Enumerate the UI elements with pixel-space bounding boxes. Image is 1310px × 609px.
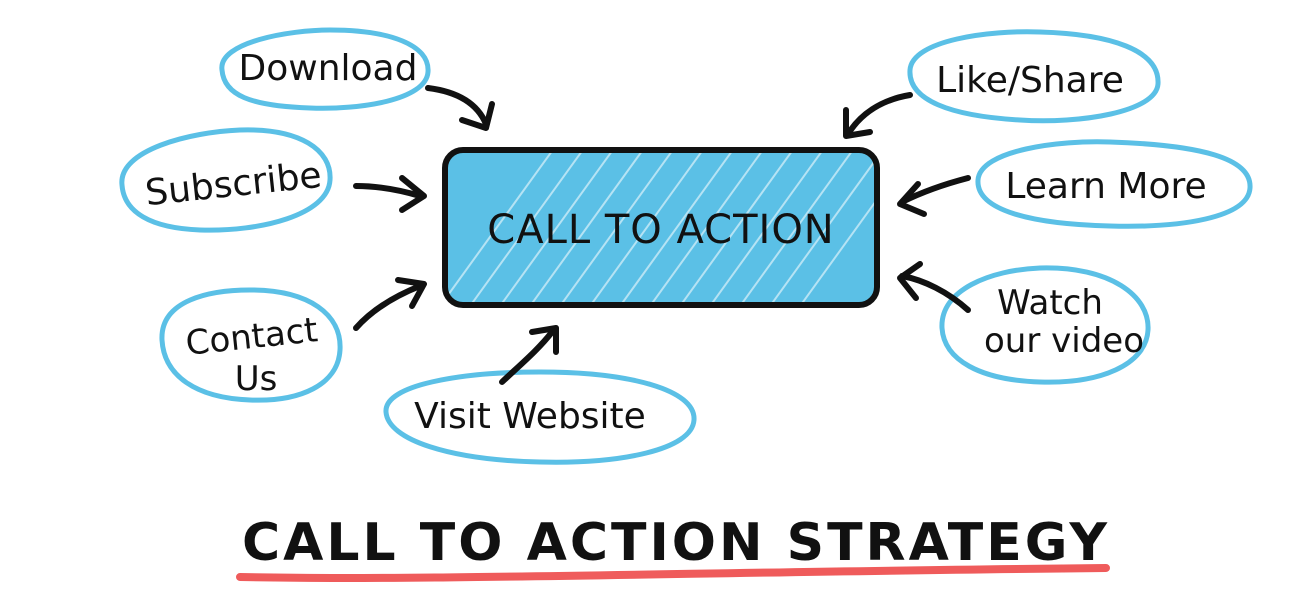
like-share-oval [907,29,1161,124]
contact-us-label-line2: Us [235,359,278,399]
center-box-border [442,147,880,308]
arrow-like-share [843,92,913,139]
center-label: CALL TO ACTION [487,207,834,253]
node-download: Download [219,27,431,111]
arrow-watch-video [897,261,971,313]
contact-us-oval [159,287,343,403]
arrow-download [425,85,495,131]
like-share-label: Like/Share [936,60,1124,101]
visit-website-label: Visit Website [414,396,646,437]
node-watch-video: Watch our video [939,265,1151,385]
center-node: CALL TO ACTION [442,147,880,308]
arrow-subscribe [353,175,427,213]
learn-more-label: Learn More [1005,166,1206,207]
watch-video-label-line1: Watch [997,283,1103,323]
title-block: CALL TO ACTION STRATEGY [236,513,1110,582]
node-subscribe: Subscribe [119,127,333,233]
visit-website-oval [383,369,697,465]
page-title: CALL TO ACTION STRATEGY [242,513,1110,573]
node-visit-website: Visit Website [383,369,697,465]
node-learn-more: Learn More [975,139,1253,229]
arrow-contact-us [353,277,427,331]
node-like-share: Like/Share [907,29,1161,124]
subscribe-label: Subscribe [143,155,323,214]
subscribe-oval [119,127,333,233]
watch-video-oval [939,265,1151,385]
title-underline [236,564,1110,582]
arrow-learn-more [897,175,971,217]
contact-us-label-line1: Contact [184,310,320,364]
learn-more-oval [975,139,1253,229]
download-oval [219,27,431,111]
node-contact-us: Contact Us [159,287,343,403]
center-box-hatching [445,150,877,305]
watch-video-label-line2: our video [984,321,1144,361]
download-label: Download [239,48,418,89]
arrow-visit-website [499,325,559,385]
